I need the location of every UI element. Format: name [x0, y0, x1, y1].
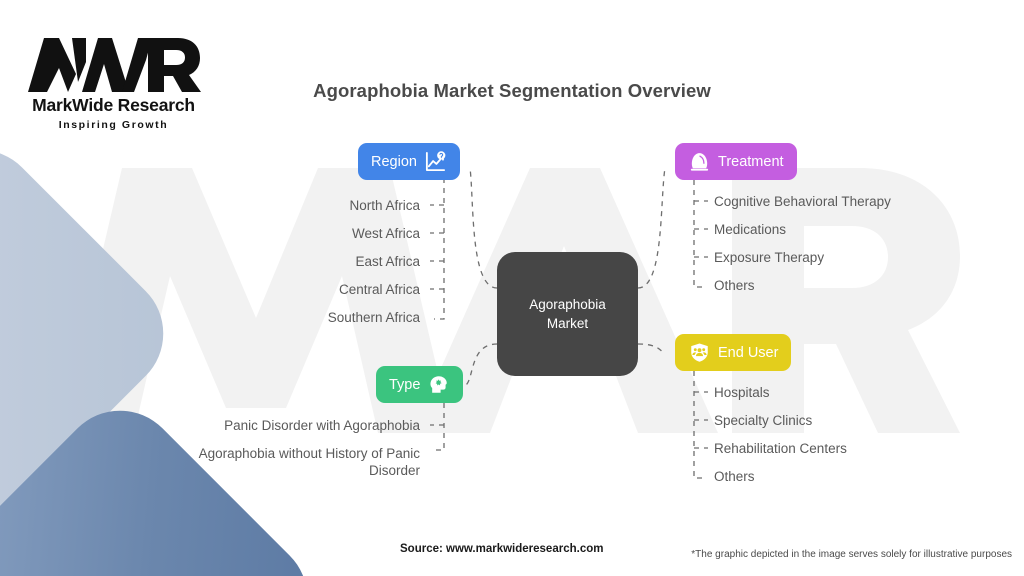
decor-square-light — [0, 124, 189, 543]
leaf-treatment-2: Exposure Therapy — [714, 250, 825, 265]
analytics-question-icon — [424, 150, 447, 173]
brand-name: MarkWide Research — [32, 95, 195, 115]
leaf-treatment-1: Medications — [714, 222, 787, 237]
spine-type — [434, 403, 445, 451]
center-node-label: Agoraphobia Market — [529, 297, 606, 331]
source-credit: Source: www.markwideresearch.com — [400, 543, 604, 555]
branch-badge-type[interactable]: Type — [376, 366, 464, 403]
branch-badge-end-user[interactable]: End User — [675, 334, 792, 371]
connector-center-region — [469, 167, 498, 289]
connector-center-type — [465, 343, 498, 386]
spine-enduser — [693, 371, 705, 479]
branch-label-treatment: Treatment — [718, 153, 784, 170]
leaf-treatment-3: Others — [714, 278, 755, 293]
branch-label-region: Region — [371, 153, 417, 170]
logo-mark-icon — [28, 38, 201, 92]
branch-badge-treatment[interactable]: Treatment — [675, 143, 797, 180]
disclaimer-note: *The graphic depicted in the image serve… — [691, 549, 1012, 560]
decor-square-dark — [0, 385, 333, 576]
center-node: Agoraphobia Market — [497, 252, 638, 376]
leaf-region-3: Central Africa — [338, 282, 420, 297]
branch-badge-region[interactable]: Region — [358, 143, 460, 180]
mortar-bell-icon — [688, 150, 711, 173]
connector-center-treatment — [637, 167, 666, 289]
leaf-end-user-3: Others — [714, 469, 755, 484]
leaf-region-2: East Africa — [355, 254, 420, 269]
leaf-end-user-1: Specialty Clinics — [714, 413, 813, 428]
branch-label-type: Type — [389, 376, 421, 393]
head-brain-icon — [427, 373, 450, 396]
leaf-treatment-0: Cognitive Behavioral Therapy — [714, 194, 891, 209]
people-shield-icon — [688, 341, 711, 364]
spine-treatment — [693, 180, 705, 288]
brand-tagline: Inspiring Growth — [58, 119, 169, 131]
leaf-type-0: Panic Disorder with Agoraphobia — [224, 418, 420, 433]
connector-center-enduser — [637, 343, 666, 354]
leaf-region-4: Southern Africa — [327, 310, 420, 325]
leaf-end-user-0: Hospitals — [714, 385, 770, 400]
leaf-region-0: North Africa — [349, 198, 420, 213]
leaf-region-1: West Africa — [351, 226, 420, 241]
branch-label-end-user: End User — [718, 344, 779, 361]
leaf-end-user-2: Rehabilitation Centers — [714, 441, 847, 456]
spine-region — [434, 168, 445, 320]
leaf-type-1: Agoraphobia without History of Panic Dis… — [198, 446, 420, 478]
page-title: Agoraphobia Market Segmentation Overview — [313, 80, 711, 101]
